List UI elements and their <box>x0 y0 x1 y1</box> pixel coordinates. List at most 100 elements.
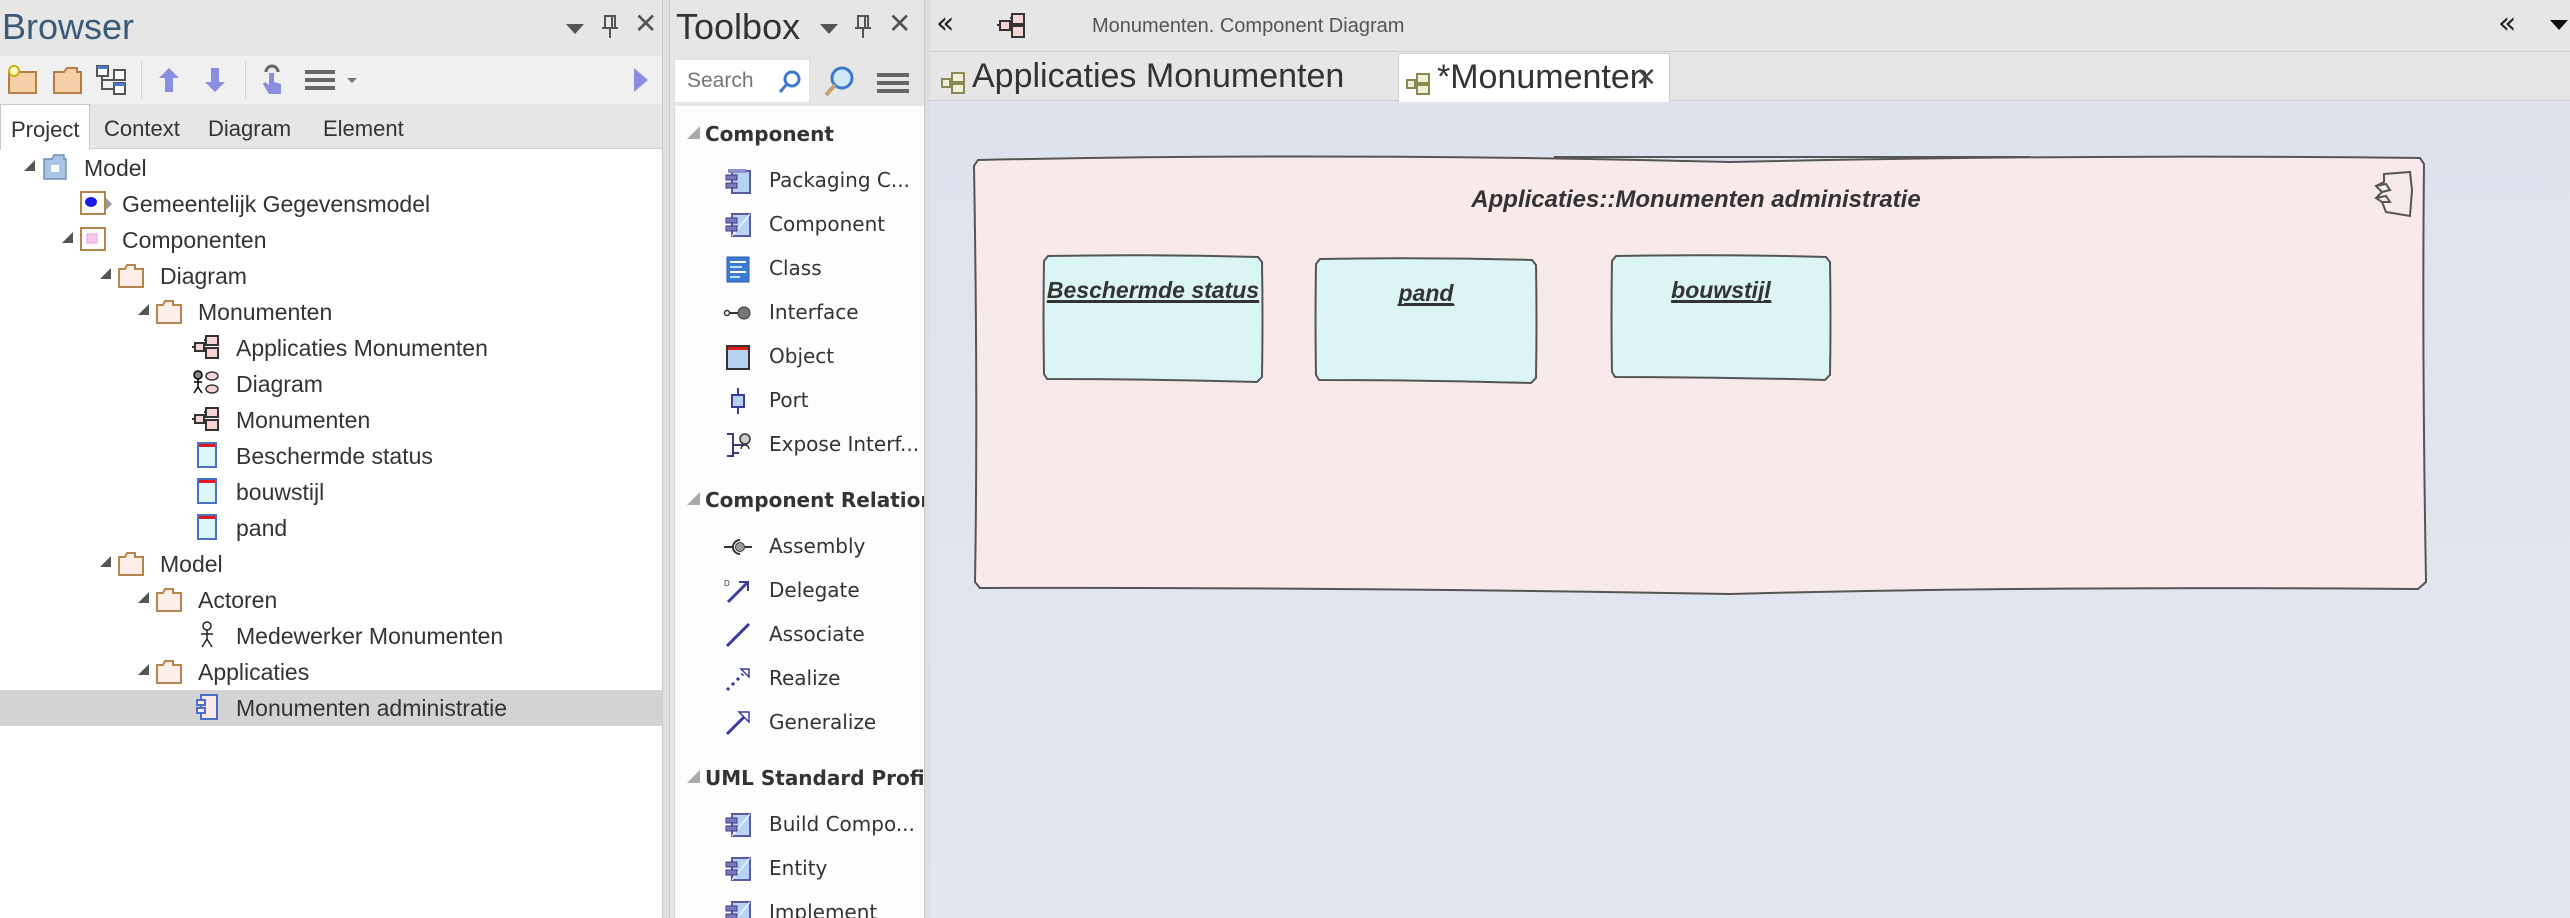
toolbox-group-header[interactable]: Component Relation <box>675 478 924 518</box>
move-up-icon[interactable] <box>152 64 186 96</box>
find-icon[interactable] <box>822 65 856 103</box>
collapse-arrow-icon[interactable] <box>138 592 149 603</box>
collapse-arrow-icon[interactable] <box>138 304 149 315</box>
collapse-right-icon[interactable]: « <box>2498 6 2517 41</box>
tree-item[interactable]: Applicaties Monumenten <box>0 330 662 366</box>
new-package-icon[interactable] <box>6 64 40 96</box>
toolbox-menu-icon[interactable] <box>876 71 910 99</box>
tree-item[interactable]: Diagram <box>0 366 662 402</box>
expand-toolbar-icon[interactable] <box>626 64 660 96</box>
svg-text:D: D <box>724 579 730 588</box>
tree-item[interactable]: Monumenten administratie <box>0 690 662 726</box>
interface-icon <box>723 299 751 327</box>
tab-project[interactable]: Project <box>0 104 91 150</box>
object-box <box>1042 254 1264 384</box>
collapse-arrow-icon[interactable] <box>138 664 149 675</box>
tree-item[interactable]: bouwstijl <box>0 474 662 510</box>
close-tab-icon[interactable]: ✕ <box>1635 62 1657 92</box>
tree-item-label: Monumenten administratie <box>236 695 508 721</box>
toolbox-item[interactable]: Interface <box>675 290 924 334</box>
move-down-icon[interactable] <box>198 64 232 96</box>
collapse-arrow-icon[interactable] <box>100 268 111 279</box>
browser-pin-icon[interactable] <box>601 14 619 46</box>
toolbox-item[interactable]: Expose Interf... <box>675 422 924 466</box>
tree-item[interactable]: Model <box>0 546 662 582</box>
collapse-arrow-icon <box>687 492 700 505</box>
toolbox-item[interactable]: Realize <box>675 656 924 700</box>
tree-item[interactable]: Actoren <box>0 582 662 618</box>
tree-item[interactable]: pand <box>0 510 662 546</box>
browser-panel: Browser ✕ <box>0 0 666 918</box>
toolbox-group-label: UML Standard Profil <box>705 766 924 790</box>
tree-item-label: Diagram <box>160 263 247 289</box>
object-name: pand <box>1398 280 1455 306</box>
collapse-arrow-icon[interactable] <box>100 556 111 567</box>
tree-item[interactable]: Componenten <box>0 222 662 258</box>
object-instance[interactable]: Beschermde status <box>1042 254 1264 384</box>
toolbox-item[interactable]: Port <box>675 378 924 422</box>
browser-splitter[interactable] <box>662 0 670 918</box>
collapse-arrow-icon[interactable] <box>24 160 35 171</box>
toolbox-item-label: Component <box>769 212 886 236</box>
toolbox-item-label: Assembly <box>769 534 866 558</box>
toolbox-item[interactable]: Generalize <box>675 700 924 744</box>
toolbox-close-icon[interactable]: ✕ <box>888 7 912 40</box>
browser-title: Browser <box>2 6 135 47</box>
search-icon[interactable] <box>777 69 803 99</box>
expand-arrow-icon[interactable] <box>104 196 112 212</box>
menu-icon[interactable] <box>302 64 362 96</box>
object-instance[interactable]: bouwstijl <box>1610 254 1832 382</box>
tree-item-label: Model <box>160 551 223 577</box>
toolbox-item[interactable]: Object <box>675 334 924 378</box>
browser-close-icon[interactable]: ✕ <box>634 7 658 40</box>
object-icon <box>192 441 222 469</box>
toolbox-item[interactable]: Component <box>675 202 924 246</box>
toolbox-group-header[interactable]: Component <box>675 112 924 152</box>
diagram-options-dropdown-icon[interactable] <box>2550 20 2568 30</box>
toolbox-pin-icon[interactable] <box>854 14 872 46</box>
toolbox-options-dropdown-icon[interactable] <box>820 24 838 34</box>
toolbox-item[interactable]: Implement <box>675 890 924 918</box>
toolbox-item[interactable]: Class <box>675 246 924 290</box>
toolbox-splitter[interactable] <box>924 0 930 918</box>
toolbox-item-label: Class <box>769 256 822 280</box>
tree-item[interactable]: Applicaties <box>0 654 662 690</box>
toolbox-search-input[interactable] <box>674 59 810 103</box>
tree-item[interactable]: Gemeentelijk Gegevensmodel <box>0 186 662 222</box>
tree-item[interactable]: Monumenten <box>0 402 662 438</box>
diagram-canvas[interactable]: Applicaties::Monumenten administratie Be… <box>930 102 2570 918</box>
toolbox-item[interactable]: Build Compo... <box>675 802 924 846</box>
tree-item[interactable]: Monumenten <box>0 294 662 330</box>
object-box <box>1610 254 1832 382</box>
new-folder-icon[interactable] <box>51 64 85 96</box>
browser-options-dropdown-icon[interactable] <box>566 24 584 34</box>
delegate-icon: D <box>723 577 751 605</box>
component-diagram-icon <box>996 12 1030 44</box>
object-instance[interactable]: pand <box>1314 257 1538 385</box>
tab-applicaties-monumenten[interactable]: Applicaties Monumenten <box>934 53 1344 102</box>
tree-item[interactable]: Medewerker Monumenten <box>0 618 662 654</box>
component-diagram-icon <box>940 65 968 94</box>
tree-item[interactable]: Model <box>0 150 662 186</box>
tab-diagram[interactable]: Diagram <box>208 116 292 141</box>
collapse-left-icon[interactable]: « <box>936 6 955 41</box>
toolbox-item[interactable]: Assembly <box>675 524 924 568</box>
toolbox-item[interactable]: Packaging C... <box>675 158 924 202</box>
new-diagram-icon[interactable] <box>95 64 129 96</box>
toolbox-item[interactable]: Entity <box>675 846 924 890</box>
associate-icon <box>723 621 751 649</box>
toolbox-item[interactable]: Associate <box>675 612 924 656</box>
component-diagram-icon <box>192 405 222 433</box>
tab-element[interactable]: Element <box>323 116 404 141</box>
toolbox-group-header[interactable]: UML Standard Profil <box>675 756 924 796</box>
tab-context[interactable]: Context <box>104 116 180 141</box>
tree-item-label: Model <box>84 155 147 181</box>
collapse-arrow-icon[interactable] <box>62 232 73 243</box>
tab-monumenten[interactable]: *Monumenten ✕ <box>1398 53 1670 102</box>
tree-item[interactable]: Beschermde status <box>0 438 662 474</box>
component-icon <box>723 811 751 839</box>
tree-item[interactable]: Diagram <box>0 258 662 294</box>
touch-icon[interactable] <box>256 64 290 96</box>
